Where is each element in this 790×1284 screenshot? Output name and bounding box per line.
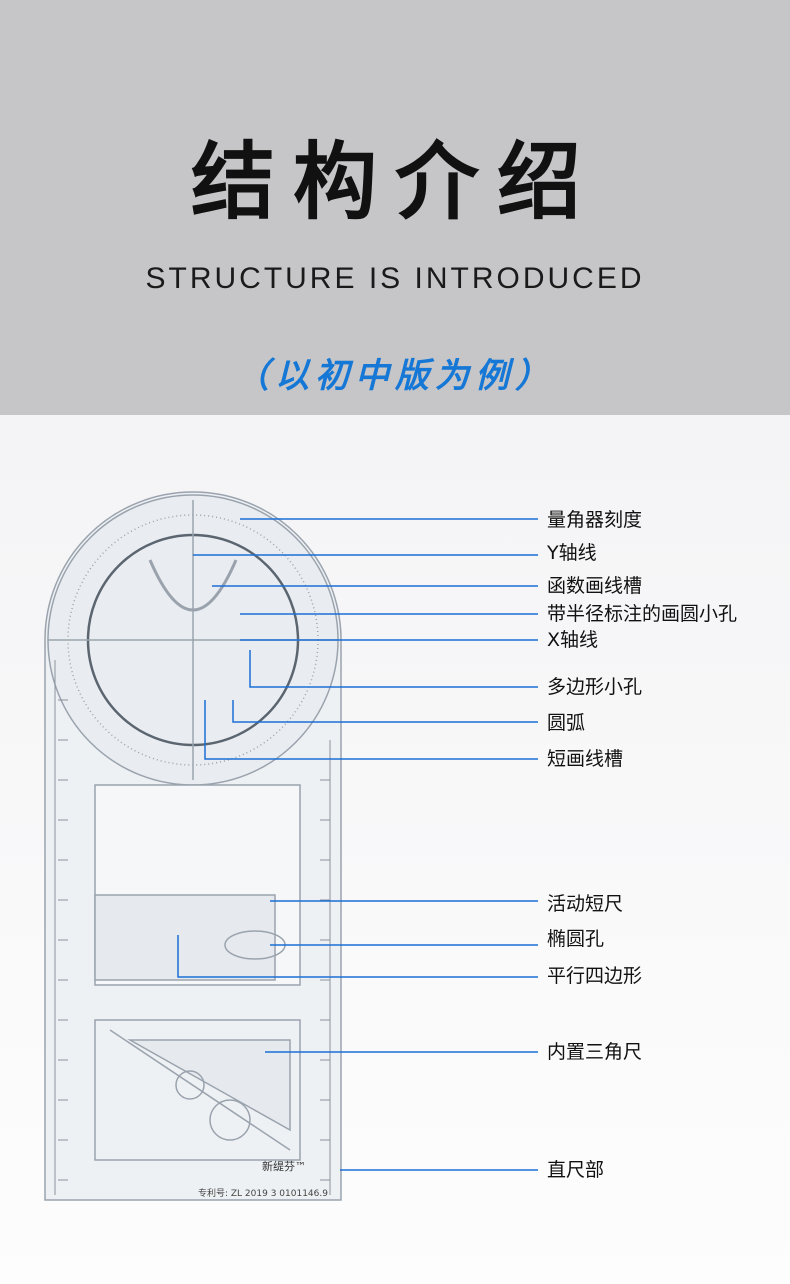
- label-arc: 圆弧: [547, 712, 586, 734]
- label-dash-slot: 短画线槽: [547, 748, 624, 770]
- page-title: 结构介绍: [190, 133, 599, 231]
- sliding-ruler: [94, 894, 276, 981]
- label-built-in-triangle: 内置三角尺: [547, 1041, 643, 1063]
- label-straight-ruler: 直尺部: [547, 1159, 605, 1181]
- label-sliding-ruler: 活动短尺: [547, 893, 624, 915]
- label-function-slot: 函数画线槽: [547, 575, 643, 597]
- patent-number: 专利号: ZL 2019 3 0101146.9: [198, 1189, 328, 1199]
- function-slot: [148, 559, 238, 612]
- version-note: （以初中版为例）: [235, 356, 555, 396]
- label-protractor-scale: 量角器刻度: [547, 509, 643, 531]
- brand-mark: 新缇芬™: [262, 1160, 306, 1173]
- page-subtitle: STRUCTURE IS INTRODUCED: [145, 262, 645, 295]
- label-parallelogram: 平行四边形: [547, 965, 643, 987]
- label-y-axis: Y轴线: [547, 542, 597, 564]
- leader-lines: [177, 518, 538, 1171]
- label-polygon-holes: 多边形小孔: [547, 676, 643, 698]
- label-x-axis: X轴线: [547, 629, 599, 651]
- triangle: [94, 1019, 301, 1161]
- header-banner: 结构介绍 STRUCTURE IS INTRODUCED （以初中版为例）: [0, 0, 790, 415]
- label-ellipse-hole: 椭圆孔: [547, 928, 605, 950]
- label-radius-holes: 带半径标注的画圆小孔: [547, 603, 738, 625]
